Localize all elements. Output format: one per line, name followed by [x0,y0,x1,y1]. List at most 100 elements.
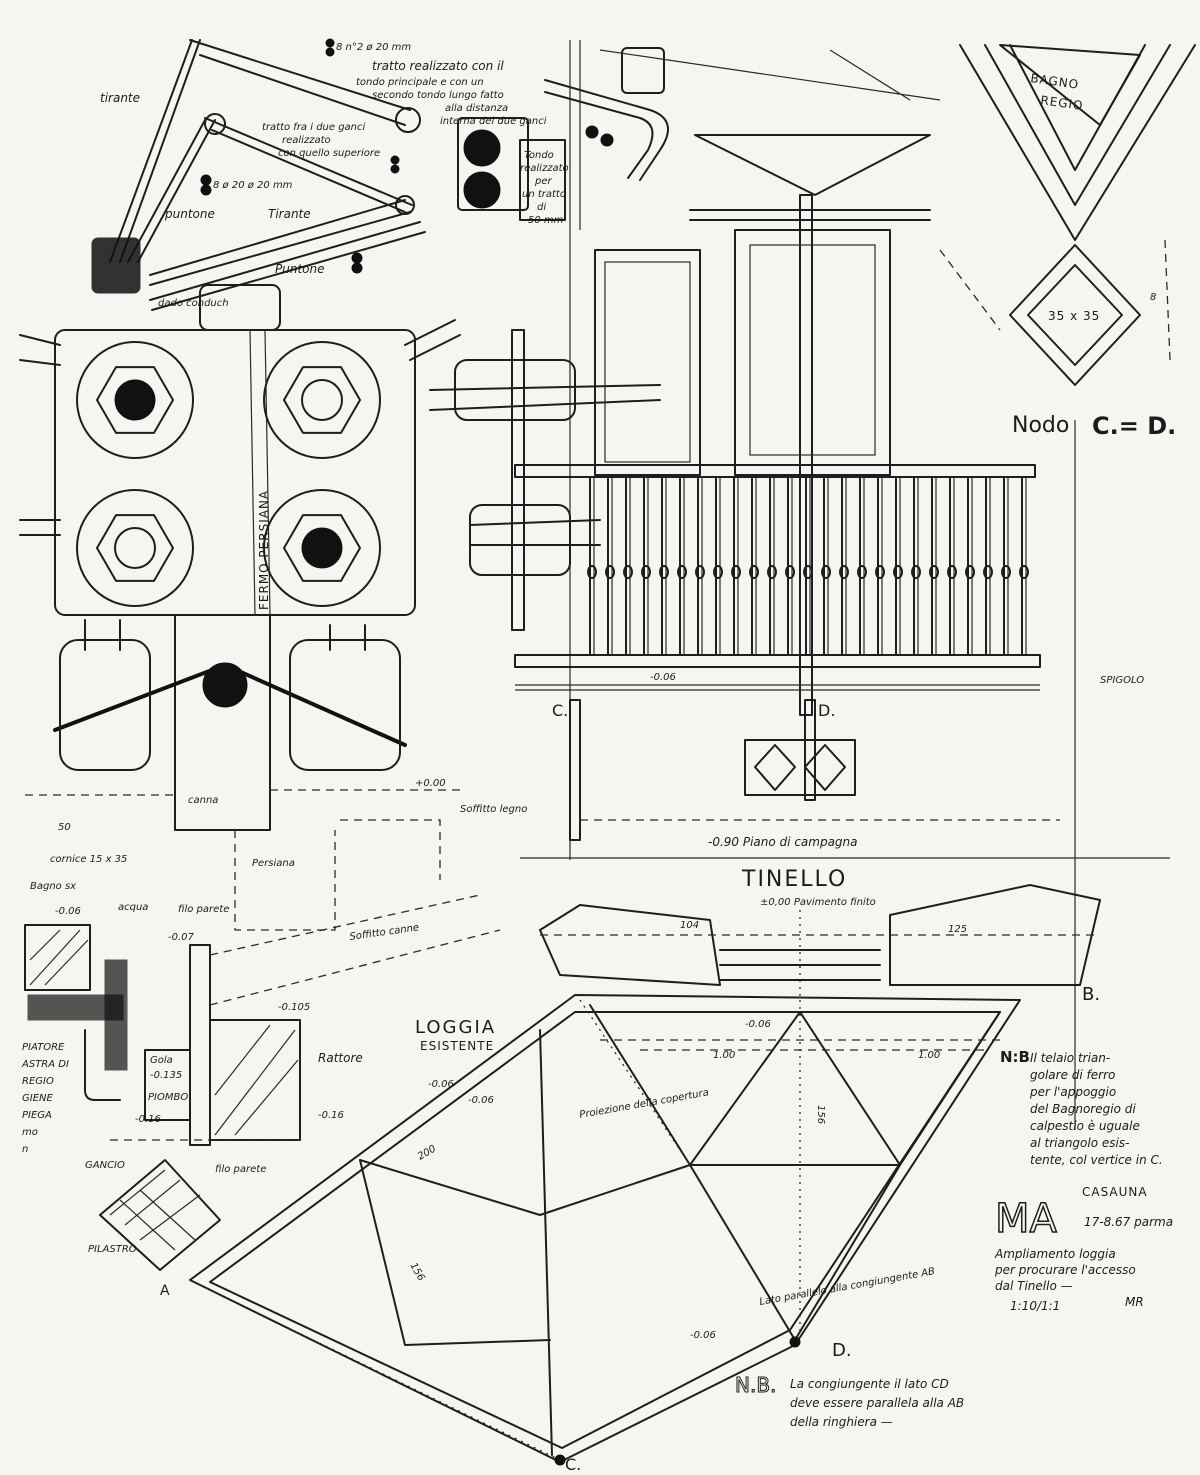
label-gola: -0.135 [150,1070,182,1081]
note-line: della ringhiera — [790,1415,893,1429]
balcony-elevation [514,49,1170,1130]
label-pavimento: ±0,00 Pavimento finito [760,897,876,908]
label-acqua: acqua [118,902,148,913]
node-diagram [939,44,1196,386]
label-rattore: Rattore [318,1051,363,1065]
label-diamond-dim: 35 x 35 [1048,309,1100,323]
label-soffitto-legno: Soffitto legno [460,804,527,815]
label-dim: -0.105 [278,1002,310,1013]
baluster [641,476,651,656]
label-point-d: D. [832,1340,852,1361]
label-dim: 1.00 [713,1050,735,1061]
note-line: deve essere parallela alla AB [790,1396,964,1410]
label-soffitto-canne: Soffitto canne [349,922,420,943]
title-desc-line: per procurare l'accesso [994,1263,1136,1277]
baluster [965,476,975,656]
baluster [767,476,777,656]
baluster [677,476,687,656]
title-signature: MR [1125,1295,1144,1309]
label-tratto: tondo principale e con un [356,77,484,88]
baluster [803,476,813,656]
label-fra: tratto fra i due ganci [262,122,366,133]
label-dim: -0.06 [468,1095,494,1106]
label-dim: -0.06 [428,1079,454,1090]
label-left-text: GIENE [22,1093,53,1104]
title-place: CASAUNA [1082,1185,1148,1199]
tripod-rods [91,38,426,311]
bolt-4 [263,489,381,607]
baluster [857,476,867,656]
title-desc-line: Ampliamento loggia [994,1247,1116,1261]
label-left-text: n [22,1144,28,1155]
label-left-text: ASTRA DI [21,1059,69,1070]
label-nodo-cd: C.= D. [1092,412,1176,440]
label-tondo: realizzato [520,163,569,174]
label-dim: 125 [948,924,967,935]
label-point-b: B. [1082,984,1100,1005]
label-tratto: secondo tondo lungo fatto [372,90,504,101]
baluster [893,476,903,656]
note-line: del Bagnoregio di [1030,1102,1136,1116]
label-dim: 156 [815,1105,826,1124]
label-gancio: GANCIO [85,1160,125,1171]
label-pilastro: PILASTRO [88,1244,137,1255]
label-regio: REGIO [1040,93,1085,113]
baluster [1019,476,1029,656]
label-piano-campagna: -0.90 Piano di campagna [708,835,858,849]
label-filo-parete: filo parete [215,1164,266,1175]
side-bolts [429,329,661,631]
label-piombo: PIOMBO [148,1092,188,1103]
label-bolt-small: 8 ø 20 ø 20 mm [213,180,293,191]
label-bagno-sx: Bagno sx [30,881,76,892]
baluster [623,476,633,656]
label-balcony-dim: -0.06 [650,672,676,683]
baluster [713,476,723,656]
baluster [983,476,993,656]
note-line: al triangolo esis- [1030,1136,1129,1150]
label-point-c: C. [565,1455,581,1474]
label-dim-50: 50 [58,822,71,833]
section-detail [24,819,501,1271]
lower-node [25,614,460,831]
note-line: La congiungente il lato CD [790,1377,949,1391]
label-dim: -0.16 [318,1110,344,1121]
baluster [839,476,849,656]
label-tondo: Tondo [524,150,554,161]
label-tirante-mid: Tirante [268,207,311,221]
title-desc-line: dal Tinello — [995,1279,1073,1293]
label-gola: Gola [150,1055,173,1066]
baluster [605,476,615,656]
bolt-plate [19,284,461,616]
label-nodo: Nodo [1012,413,1069,438]
baluster [1001,476,1011,656]
tinello-section [539,884,1101,1000]
bolt-3 [76,489,194,607]
label-dim: -0.06 [690,1330,716,1341]
baluster [821,476,831,656]
label-dim: -0.06 [55,906,81,917]
label-tratto: interna dei due ganci [440,116,547,127]
label-lato-parallelo: Lato parallelo alla congiungente AB [759,1266,936,1308]
label-fermo-persiana: FERMO PERSIANA [257,490,271,610]
label-tratto: alla distanza [445,103,508,114]
title-mark: MA [995,1196,1058,1242]
label-puntone: puntone [164,207,215,221]
baluster [785,476,795,656]
baluster [911,476,921,656]
baluster [749,476,759,656]
label-dim: -0.16 [135,1114,161,1125]
baluster [731,476,741,656]
label-dim: 200 [416,1144,438,1163]
label-left-text: PIATORE [22,1042,65,1053]
label-dim: -0.07 [168,932,195,943]
label-tratto: tratto realizzato con il [372,59,504,73]
label-point-c-top: C. [552,701,568,720]
label-point-a: A [160,1283,170,1299]
label-side-dim: 8 [1150,292,1156,303]
label-left-text: mo [22,1127,38,1138]
note-line: tente, col vertice in C. [1030,1153,1163,1167]
note-line: per l'appoggio [1029,1085,1116,1099]
